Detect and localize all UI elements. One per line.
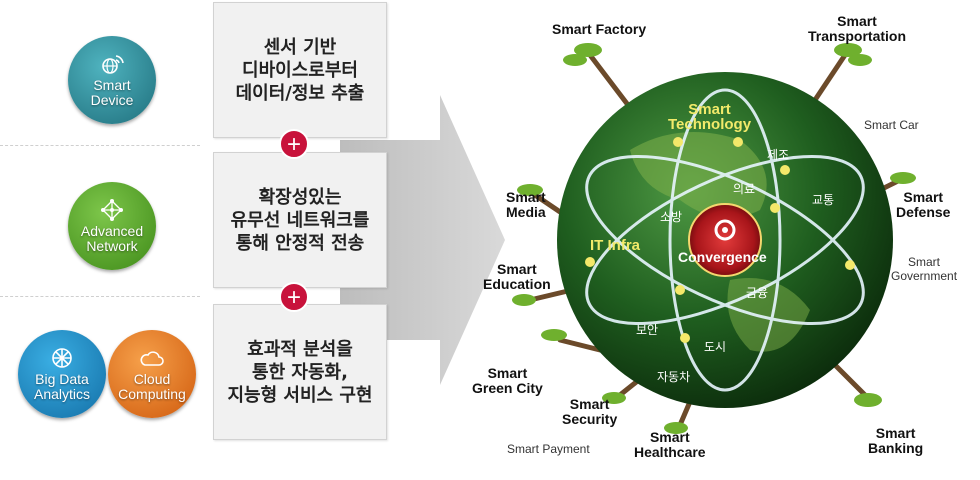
step-text: 센서 기반 디바이스로부터 데이터/정보 추출 — [235, 36, 365, 104]
advanced-network-label: Advanced Network — [80, 222, 144, 254]
domain-finance: 금융 — [746, 286, 769, 300]
globe-illustration — [512, 43, 916, 434]
label-smart-car: Smart Car — [864, 118, 919, 132]
gear-icon — [714, 219, 736, 241]
label-smart-media: Smart Media — [506, 189, 546, 220]
step-text: 효과적 분석을 통한 자동화, 지능형 서비스 구현 — [227, 338, 373, 406]
step-box-transmit: 확장성있는 유무선 네트워크를 통해 안정적 전송 — [213, 152, 387, 288]
row-divider — [0, 145, 200, 146]
smart-technology-label: Smart Technology — [668, 101, 752, 133]
cloud-icon — [140, 350, 164, 366]
data-icon — [52, 347, 72, 368]
cloud-computing-label: Cloud Computing — [118, 370, 186, 402]
label-smart-education: Smart Education — [483, 261, 551, 292]
big-data-label: Big Data Analytics — [33, 370, 91, 402]
step-box-extract: 센서 기반 디바이스로부터 데이터/정보 추출 — [213, 2, 387, 138]
wifi-globe-icon — [102, 54, 124, 74]
domain-security: 보안 — [636, 323, 659, 337]
label-smart-government: Smart Government — [891, 255, 958, 283]
label-smart-factory: Smart Factory — [552, 21, 647, 37]
network-icon — [101, 198, 123, 221]
smart-device-badge: Smart Device — [68, 36, 156, 124]
step-text: 확장성있는 유무선 네트워크를 통해 안정적 전송 — [230, 186, 370, 254]
big-data-badge: Big Data Analytics — [18, 330, 106, 418]
label-smart-security: Smart Security — [562, 396, 618, 427]
domain-city: 도시 — [704, 340, 727, 354]
it-infra-label: IT Infra — [590, 237, 641, 254]
label-smart-transportation: Smart Transportation — [808, 13, 907, 44]
smart-device-label: Smart Device — [90, 76, 134, 108]
plus-icon: + — [279, 129, 309, 159]
label-smart-payment: Smart Payment — [507, 442, 590, 456]
label-smart-green-city: Smart Green City — [472, 365, 543, 396]
domain-medical: 의료 — [733, 182, 756, 196]
plus-icon: + — [279, 282, 309, 312]
advanced-network-badge: Advanced Network — [68, 182, 156, 270]
convergence-label: Convergence — [678, 249, 767, 265]
domain-traffic: 교통 — [812, 193, 835, 207]
step-box-analyze: 효과적 분석을 통한 자동화, 지능형 서비스 구현 — [213, 304, 387, 440]
label-smart-banking: Smart Banking — [868, 425, 924, 456]
domain-manufacturing: 제조 — [767, 148, 790, 162]
label-smart-healthcare: Smart Healthcare — [634, 429, 706, 460]
domain-car: 자동차 — [657, 370, 691, 384]
row-divider — [0, 296, 200, 297]
cloud-computing-badge: Cloud Computing — [108, 330, 196, 418]
label-smart-defense: Smart Defense — [896, 189, 951, 220]
domain-public-order: 소방 — [660, 210, 683, 224]
